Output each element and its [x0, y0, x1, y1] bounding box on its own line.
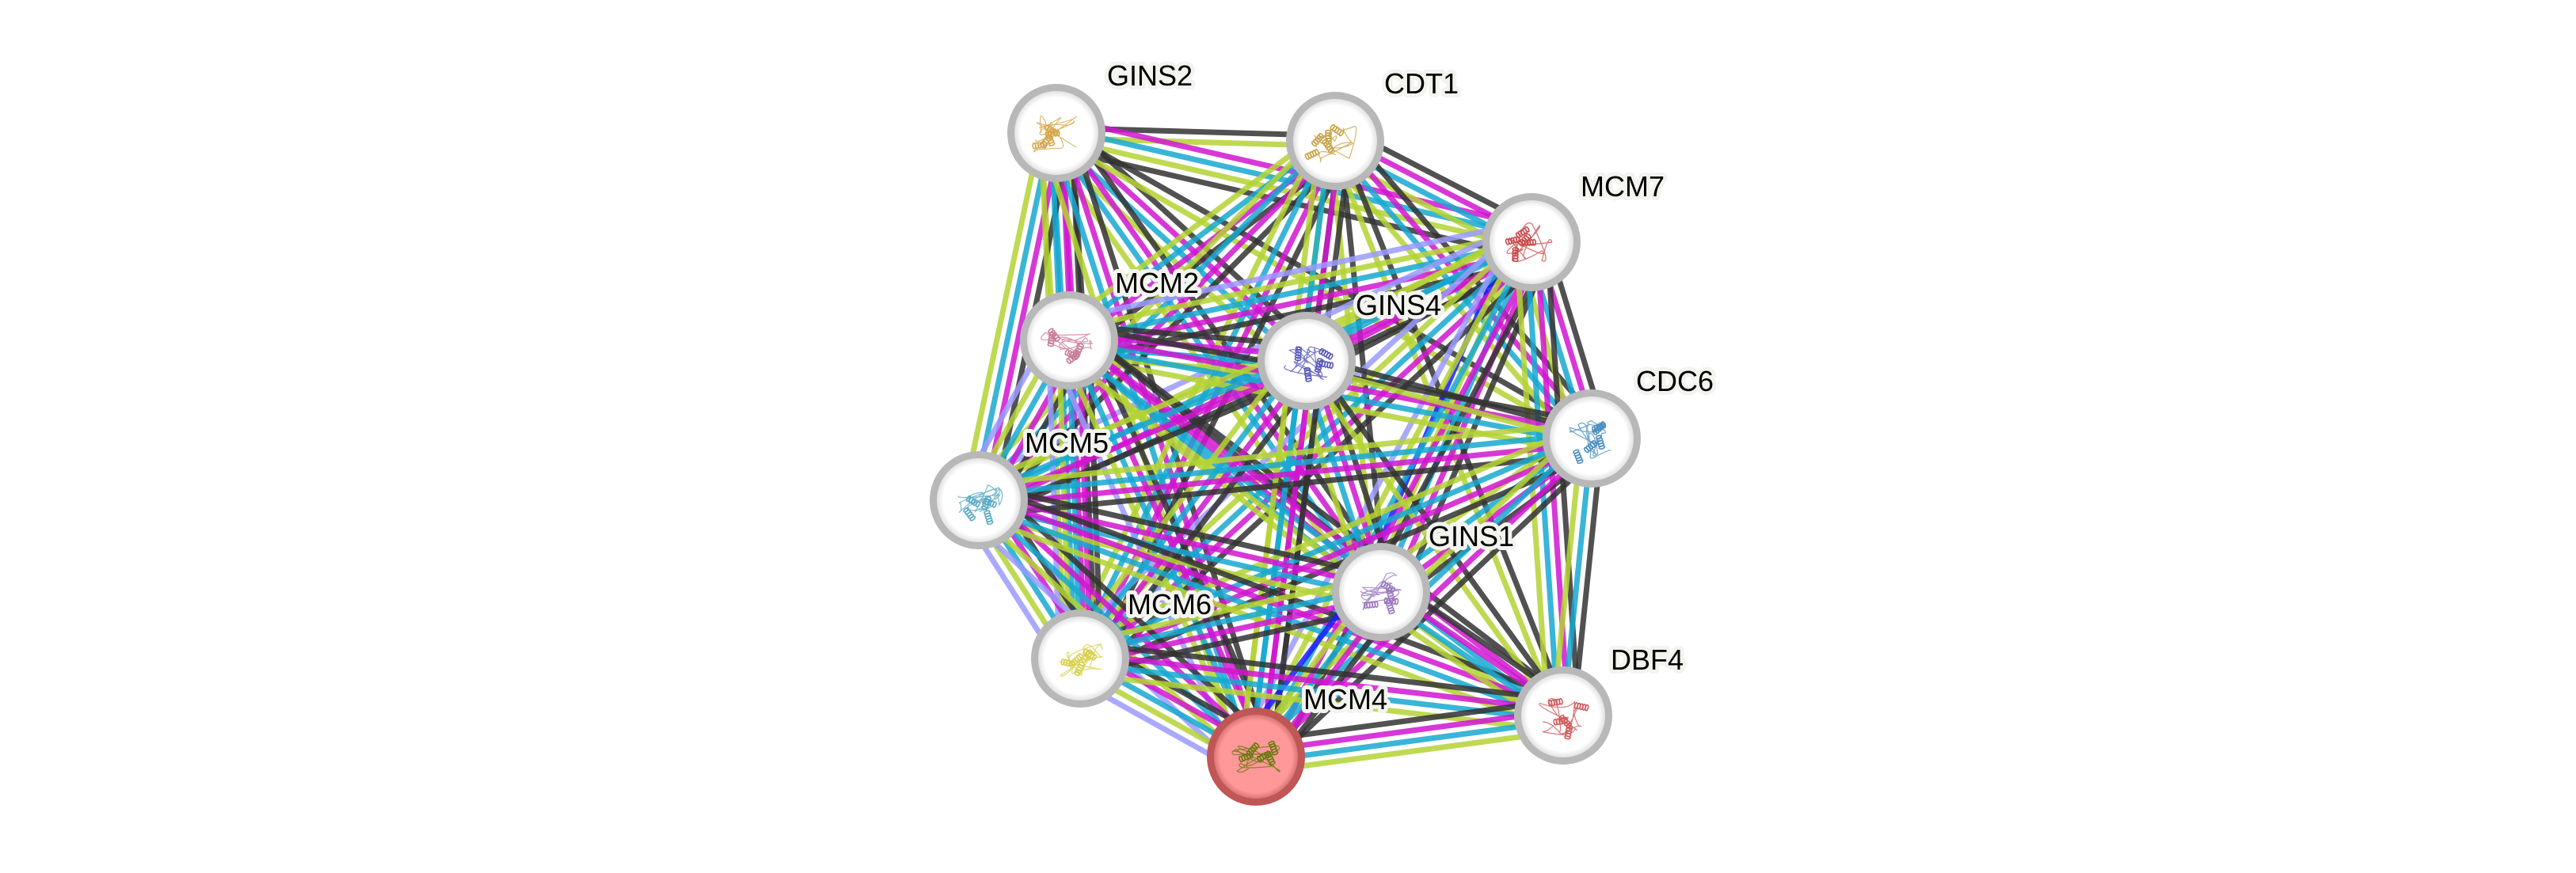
node-mcm6[interactable]: MCM6: [1031, 584, 1216, 708]
edge-line-textmining: [1258, 727, 1566, 775]
edge-line-experiments: [1258, 361, 1315, 758]
edge-line-homology: [1064, 219, 1528, 323]
edge-line-textmining: [965, 127, 1326, 492]
node-gins2[interactable]: GINS2: [1007, 55, 1197, 182]
node-fill: [1214, 715, 1298, 799]
edge-line-textmining: [1299, 362, 1562, 720]
edge-line-databases: [977, 431, 1592, 499]
node-mcm7[interactable]: MCM7: [1482, 166, 1669, 291]
node-label: CDT1: [1384, 67, 1459, 100]
edge-line-databases: [1256, 717, 1565, 765]
edge-line-experiments: [980, 492, 1566, 714]
node-fill: [937, 458, 1021, 542]
node-fill: [1490, 200, 1573, 284]
edge-line-databases: [971, 131, 1055, 500]
node-label: MCM5: [1025, 427, 1109, 459]
edge-line-textmining: [1065, 350, 1297, 651]
node-gins4[interactable]: GINS4: [1258, 285, 1445, 410]
node-cdc6[interactable]: CDC6: [1543, 361, 1718, 488]
edge-line-experiments: [1081, 440, 1595, 666]
edge-line-coexpression: [1081, 640, 1566, 704]
edge-line-textmining: [961, 129, 1044, 498]
edge-line-databases: [1074, 355, 1305, 658]
node-fill: [1038, 617, 1122, 700]
node-label: CDC6: [1636, 365, 1714, 397]
edge-line-databases: [1068, 239, 1532, 344]
nodes-layer: GINS2 CDT1MCM7MCM2GINS4CDC6MCM5GINS1MCM6D…: [930, 55, 1718, 806]
edge-line-textmining: [1076, 574, 1379, 647]
node-label: GINS4: [1356, 289, 1441, 321]
edge-line-databases: [976, 353, 1306, 499]
protein-structure-icon: [957, 484, 1003, 526]
edge-line-databases: [972, 135, 1334, 499]
edge-line-textmining: [1058, 126, 1328, 331]
edge-MCM4-DBF4[interactable]: [1253, 697, 1566, 775]
node-cdt1[interactable]: CDT1: [1286, 63, 1463, 190]
edge-line-experiments: [980, 142, 1341, 507]
edge-line-gene_fusion: [1359, 233, 1516, 586]
edge-line-coexpression: [1308, 356, 1570, 715]
edge-line-coexpression: [981, 482, 1386, 580]
edge-line-coexpression: [983, 483, 1570, 704]
node-mcm4[interactable]: MCM4: [1207, 679, 1391, 806]
node-label: MCM4: [1303, 683, 1387, 715]
edge-line-databases: [1078, 584, 1381, 657]
edge-line-databases: [1077, 431, 1591, 657]
protein-structure-icon: [1569, 419, 1611, 465]
protein-structure-icon: [1231, 740, 1280, 773]
edge-line-coexpression: [1307, 353, 1594, 437]
edge-line-experiments: [980, 133, 1064, 503]
protein-structure-icon: [1539, 697, 1589, 740]
node-mcm2[interactable]: MCM2: [1020, 263, 1203, 389]
edge-line-textmining: [972, 344, 1302, 489]
edge-line-experiments: [1058, 130, 1264, 757]
edge-line-databases: [1064, 342, 1562, 722]
edge-line-textmining: [1066, 229, 1531, 333]
node-label: DBF4: [1611, 643, 1684, 676]
edge-GINS4-DBF4[interactable]: [1299, 356, 1570, 720]
node-label: MCM6: [1128, 588, 1212, 621]
edge-line-coexpression: [1076, 325, 1574, 706]
edge-line-textmining: [976, 420, 1591, 488]
edge-line-experiments: [1080, 594, 1383, 666]
node-label: MCM7: [1581, 170, 1665, 203]
protein-structure-icon: [1032, 115, 1077, 153]
edge-line-experiments: [1070, 334, 1569, 714]
protein-structure-icon: [1304, 123, 1357, 163]
node-label: MCM2: [1115, 267, 1199, 299]
node-label: GINS2: [1107, 59, 1193, 92]
edge-line-experiments: [979, 440, 1593, 508]
node-gins1[interactable]: GINS1: [1332, 516, 1518, 641]
protein-structure-icon: [1059, 643, 1103, 678]
protein-structure-icon: [1041, 328, 1094, 365]
edge-line-experiments: [1254, 708, 1563, 755]
node-mcm5[interactable]: MCM5: [930, 423, 1113, 549]
edge-line-coexpression: [1057, 126, 1596, 437]
node-fill: [1550, 397, 1634, 480]
edge-line-textmining: [1072, 421, 1587, 647]
edge-line-coexpression: [1253, 697, 1562, 745]
edge-line-experiments: [1082, 362, 1313, 664]
node-label: GINS1: [1429, 520, 1514, 552]
node-dbf4[interactable]: DBF4: [1514, 640, 1688, 765]
edge-line-textmining: [1238, 359, 1295, 755]
protein-structure-icon: [1360, 572, 1402, 615]
protein-structure-icon: [1505, 222, 1553, 262]
edge-line-experiments: [1080, 651, 1565, 714]
protein-structure-icon: [1284, 345, 1334, 382]
